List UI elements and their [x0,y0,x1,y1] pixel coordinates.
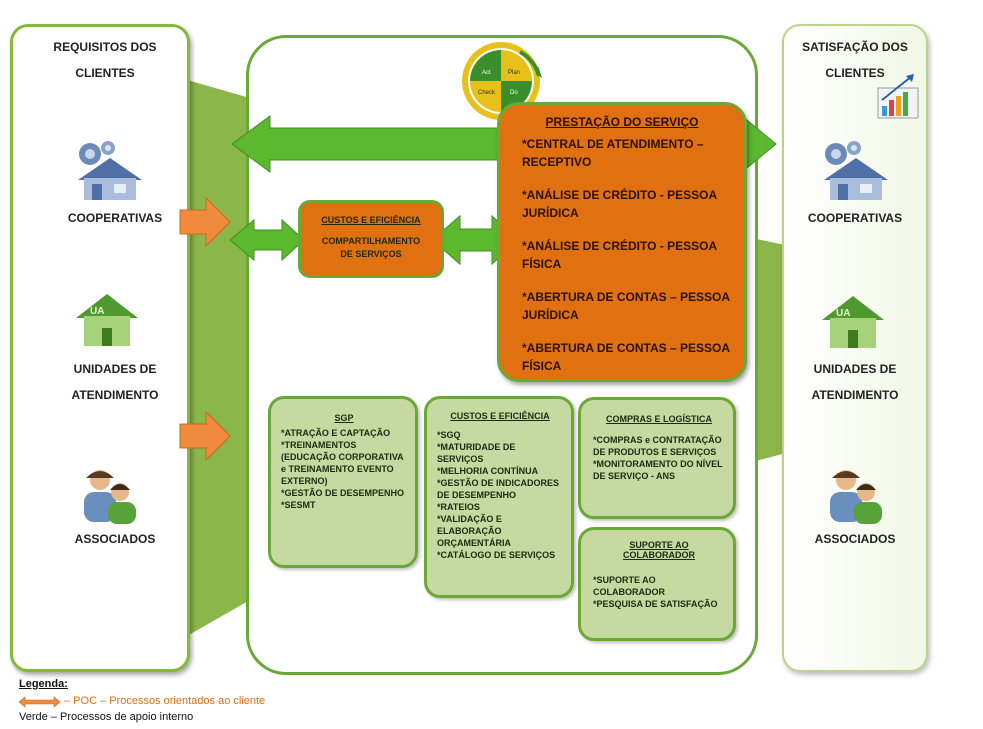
custos-bottom-title: CUSTOS E EFICIÊNCIA [450,411,550,421]
prestacao-list: *CENTRAL DE ATENDIMENTO – RECEPTIVO *ANÁ… [522,135,744,375]
prestacao-item: *ANÁLISE DE CRÉDITO - PESSOA JURÍDICA [522,188,717,220]
prestacao-item: *ABERTURA DE CONTAS – PESSOA FÍSICA [522,341,730,373]
svg-text:UA: UA [90,306,104,317]
house-gears-icon [824,141,888,200]
custos-item: *RATEIOS [437,502,480,512]
legend-orange-text: – POC – Processos orientados ao cliente [64,695,266,707]
requisitos-title: REQUISITOS DOS CLIENTES [53,40,157,80]
svg-text:UA: UA [836,308,850,319]
pdca-cycle-icon: Act Plan Check Do [462,42,542,120]
compras-logistica-box: COMPRAS E LOGÍSTICA *COMPRAS e CONTRATAÇ… [578,397,736,519]
prestacao-item: *CENTRAL DE ATENDIMENTO – RECEPTIVO [522,137,704,169]
people-icon [84,470,136,524]
sgp-box: SGP *ATRAÇÃO E CAPTAÇÃO *TREINAMENTOS (E… [268,396,418,568]
custos-item: *GESTÃO DE INDICADORES DE DESEMPENHO [437,478,560,500]
compras-item: *MONITORAMENTO DO NÍVEL DE SERVIÇO - ANS [593,459,723,481]
left-label-unidades: UNIDADES DE ATENDIMENTO [71,362,159,402]
custos-item: *SGQ [437,430,461,440]
sgp-item: *GESTÃO DE DESEMPENHO [281,488,405,498]
right-label-cooperativas: COOPERATIVAS [807,211,903,225]
people-icon [830,470,882,524]
custos-item: *MATURIDADE DE SERVIÇOS [437,442,516,464]
pdca-act: Act [482,70,491,76]
right-label-associados: ASSOCIADOS [814,532,896,546]
left-label-cooperativas: COOPERATIVAS [67,211,163,225]
suporte-list: *SUPORTE AO COLABORADOR *PESQUISA DE SAT… [593,574,725,610]
pdca-do: Do [510,90,518,96]
legend-green-text: Verde – Processos de apoio interno [19,711,194,723]
sgp-item: *ATRAÇÃO E CAPTAÇÃO [281,428,391,438]
house-gears-icon [78,141,142,200]
suporte-title: SUPORTE AO COLABORADOR [623,540,695,560]
custos-item: *MELHORIA CONTÍNUA [437,466,539,476]
custos-eficiencia-box: CUSTOS E EFICIÊNCIA *SGQ *MATURIDADE DE … [424,396,574,598]
legend-title: Legenda: [19,678,68,690]
left-label-associados: ASSOCIADOS [74,532,156,546]
suporte-colaborador-box: SUPORTE AO COLABORADOR *SUPORTE AO COLAB… [578,527,736,641]
custos-item: *VALIDAÇÃO E ELABORAÇÃO ORÇAMENTÁRIA [437,514,511,548]
prestacao-item: *ABERTURA DE CONTAS – PESSOA JURÍDICA [522,290,730,322]
sgp-title: SGP [334,413,354,423]
legend-orange-arrow [18,696,61,708]
growth-chart-icon [877,74,919,119]
orange-arrow-top [179,196,231,248]
right-funnel [752,238,790,462]
house-ua-icon: UA [76,294,138,346]
prestacao-item: *ANÁLISE DE CRÉDITO - PESSOA FÍSICA [522,239,717,271]
custos-compartilhamento-box: CUSTOS E EFICIÊNCIA COMPARTILHAMENTO DE … [298,200,444,278]
compras-title: COMPRAS E LOGÍSTICA [605,414,712,424]
custos-top-title: CUSTOS E EFICIÊNCIA [321,215,421,225]
sgp-list: *ATRAÇÃO E CAPTAÇÃO *TREINAMENTOS (EDUCA… [281,427,407,511]
pdca-check: Check [478,90,496,96]
orange-arrow-bottom [179,410,231,462]
custos-top-body: COMPARTILHAMENTO DE SERVIÇOS [321,236,421,259]
house-ua-icon: UA [822,296,884,348]
compras-list: *COMPRAS e CONTRATAÇÃO DE PRODUTOS E SER… [593,434,725,482]
prestacao-title: PRESTAÇÃO DO SERVIÇO [545,115,699,129]
satisfacao-title: SATISFAÇÃO DOS CLIENTES [802,40,908,80]
pdca-plan: Plan [508,70,520,76]
sgp-item: *TREINAMENTOS (EDUCAÇÃO CORPORATIVA e TR… [281,440,404,486]
requisitos-panel [10,24,190,672]
prestacao-servico-box: PRESTAÇÃO DO SERVIÇO *CENTRAL DE ATENDIM… [497,102,747,382]
sgp-item: *SESMT [281,500,316,510]
custos-item: *CATÁLOGO DE SERVIÇOS [437,550,556,560]
suporte-item: *SUPORTE AO COLABORADOR [593,575,665,597]
custos-left-double-arrow [229,218,305,262]
compras-item: *COMPRAS e CONTRATAÇÃO DE PRODUTOS E SER… [593,435,722,457]
right-label-unidades: UNIDADES DE ATENDIMENTO [811,362,899,402]
suporte-item: *PESQUISA DE SATISFAÇÃO [593,599,718,609]
custos-list: *SGQ *MATURIDADE DE SERVIÇOS *MELHORIA C… [437,429,563,561]
